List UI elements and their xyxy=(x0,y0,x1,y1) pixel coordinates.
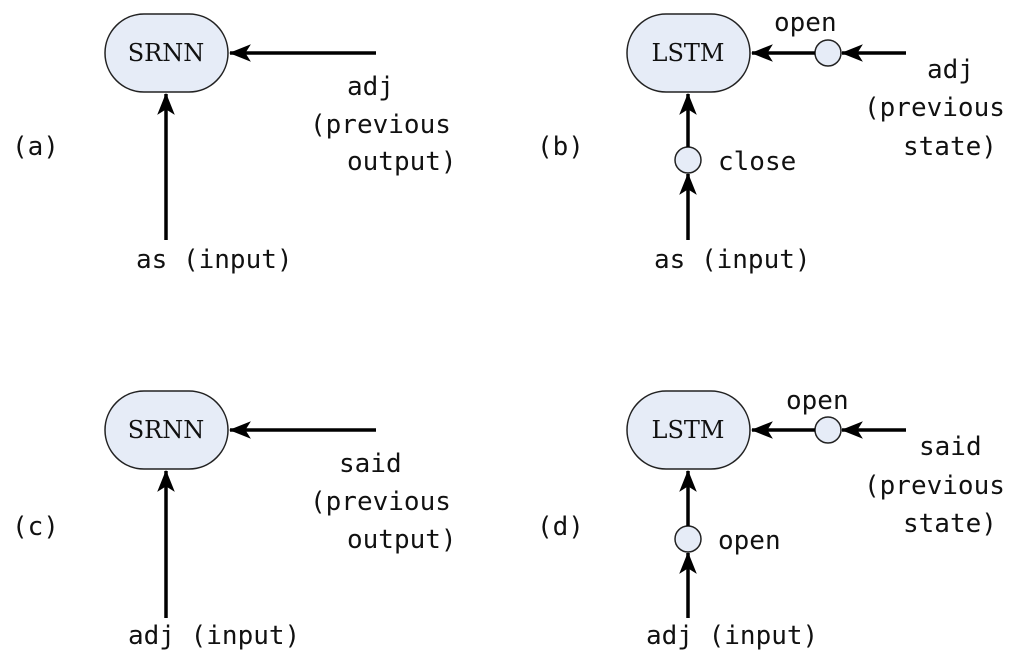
lstm-node xyxy=(626,390,751,470)
input-gate xyxy=(674,525,702,553)
node-label: SRNN xyxy=(128,39,205,67)
lstm-node xyxy=(626,13,751,93)
panel-label: (a) xyxy=(12,132,59,162)
input-gate-label: open xyxy=(718,526,781,556)
panel-a: (a) SRNN adj (previous output) as (input… xyxy=(12,13,457,275)
prev-label-line3: output) xyxy=(347,147,457,177)
prev-label-line3: state) xyxy=(903,132,997,162)
panel-c: (c) SRNN said (previous output) adj (inp… xyxy=(12,390,457,651)
prev-label-line2: (previous xyxy=(864,93,1005,123)
input-label: as (input) xyxy=(654,245,811,275)
panel-b: (b) LSTM open close adj (previous state)… xyxy=(537,8,1005,275)
prev-label-line3: state) xyxy=(903,509,997,539)
top-gate-label: open xyxy=(786,386,849,416)
panel-label: (c) xyxy=(12,512,59,542)
node-label: SRNN xyxy=(128,416,205,444)
prev-label-line2: (previous xyxy=(310,110,451,140)
forget-gate xyxy=(814,39,842,67)
prev-label-line3: output) xyxy=(347,525,457,555)
panel-label: (b) xyxy=(537,132,584,162)
node-label: LSTM xyxy=(652,416,725,444)
prev-label-line1: adj xyxy=(347,72,394,102)
input-label: adj (input) xyxy=(646,621,818,651)
prev-label-line2: (previous xyxy=(864,471,1005,501)
forget-gate xyxy=(814,416,842,444)
prev-label-line1: said xyxy=(339,449,402,479)
srnn-node xyxy=(104,390,229,470)
prev-label-line1: adj xyxy=(927,55,974,85)
top-gate-label: open xyxy=(774,8,837,38)
input-label: as (input) xyxy=(136,245,293,275)
srnn-node xyxy=(104,13,229,93)
input-gate-label: close xyxy=(718,147,796,177)
input-gate xyxy=(674,146,702,174)
node-label: LSTM xyxy=(652,39,725,67)
prev-label-line2: (previous xyxy=(310,487,451,517)
panel-label: (d) xyxy=(537,512,584,542)
input-label: adj (input) xyxy=(128,621,300,651)
panel-d: (d) LSTM open open said (previous state)… xyxy=(537,386,1005,651)
prev-label-line1: said xyxy=(919,432,982,462)
